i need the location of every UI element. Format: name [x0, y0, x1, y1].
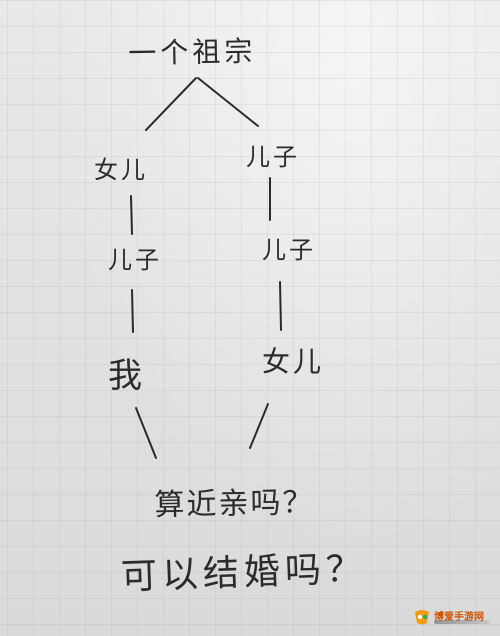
right-level1-text: 儿子 — [246, 143, 300, 171]
watermark-subline — [434, 620, 490, 624]
watermark-text: 博爱手游网 — [434, 612, 484, 623]
left-level1-text: 女儿 — [94, 156, 148, 184]
left-level2-text: 儿子 — [108, 246, 162, 274]
question-marriage: 可以结婚吗？ — [120, 548, 368, 598]
apex-left-line — [145, 77, 197, 131]
left-connector-1 — [130, 195, 133, 235]
left-level3-text: 我 — [108, 356, 142, 396]
right-connector-2 — [279, 281, 282, 331]
right-level2-text: 儿子 — [262, 236, 316, 264]
watermark-logo: 博爱手游网 — [412, 606, 492, 628]
ancestor-text: 一个祖宗 — [128, 34, 257, 70]
converge-left-line — [135, 407, 157, 459]
question-consanguinity: 算近亲吗？ — [154, 485, 315, 523]
right-level3-text: 女儿 — [262, 345, 325, 378]
apex-right-line — [197, 77, 259, 127]
converge-right-line — [249, 403, 269, 449]
left-connector-2 — [131, 289, 134, 333]
gamepad-logo-icon — [415, 610, 429, 625]
